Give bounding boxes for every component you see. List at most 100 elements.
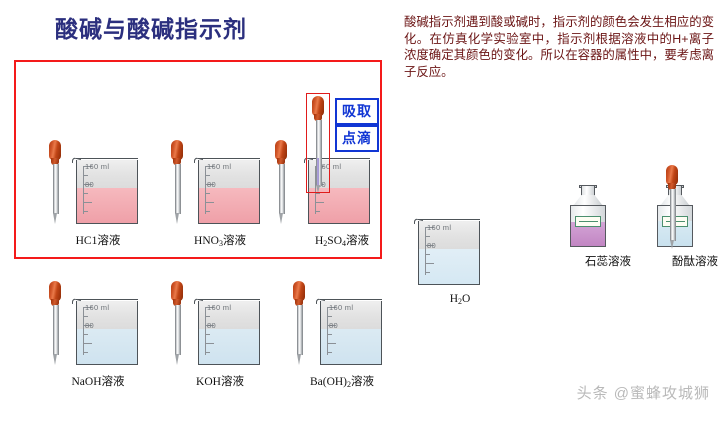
context-menu-item-drop[interactable]: 点滴: [335, 125, 379, 152]
station-label-naoh: NaOH溶液: [71, 376, 125, 388]
beaker-rim-icon: [76, 158, 138, 161]
dropper-collar-icon: [277, 158, 285, 165]
dropper-tip-icon: [316, 185, 321, 193]
dropper-baoh2[interactable]: [292, 281, 306, 366]
dropper-hno3[interactable]: [170, 140, 184, 225]
beaker-mark-160: 160 ml: [85, 161, 110, 171]
dropper-naoh[interactable]: [48, 281, 62, 366]
beaker-gas-space: [321, 301, 381, 330]
beaker-water[interactable]: 160 ml 80: [414, 215, 482, 287]
station-label-phenolphthalein: 酚酞溶液: [672, 256, 718, 268]
dropper-liquid-charge: [316, 158, 320, 186]
dropper-tip-icon: [53, 213, 58, 224]
dropper-h2so4-active[interactable]: [311, 96, 325, 193]
dropper-h2so4-idle[interactable]: [274, 140, 288, 225]
beaker-liquid: [77, 188, 137, 223]
beaker-body: [198, 160, 260, 224]
beaker-liquid: [419, 249, 479, 284]
beaker-graduations: [327, 307, 357, 355]
beaker-mark-160: 160 ml: [85, 302, 110, 312]
dropper-tip-icon: [53, 354, 58, 365]
dropper-tube-icon: [279, 164, 285, 214]
beaker-spout-icon: [316, 297, 325, 307]
beaker-rim-icon: [198, 158, 260, 161]
dropper-bulb-icon: [293, 281, 305, 301]
beaker-mark-80: 80: [85, 180, 94, 189]
station-label-koh: KOH溶液: [196, 376, 244, 388]
station-label-h2so4: H2SO4溶液: [314, 235, 369, 248]
selected-object-outline[interactable]: [306, 93, 330, 193]
dropper-bulb-icon: [171, 140, 183, 160]
beaker-mark-80: 80: [207, 180, 216, 189]
dropper-bulb-icon: [666, 165, 678, 185]
description-text: 酸碱指示剂遇到酸或碱时，指示剂的颜色会发生相应的变化。在仿真化学实验室中，指示剂…: [404, 15, 714, 79]
dropper-tube-icon: [175, 305, 181, 355]
beaker-liquid: [321, 329, 381, 364]
beaker-mark-160: 160 ml: [329, 302, 354, 312]
dropper-collar-icon: [314, 114, 322, 121]
station-label-water: H2O: [449, 293, 471, 306]
dropper-tip-icon: [670, 240, 675, 249]
dropper-tube-icon: [53, 305, 59, 355]
dropper-phenolphthalein[interactable]: [665, 165, 679, 249]
dropper-collar-icon: [668, 183, 676, 190]
beaker-koh[interactable]: 160 ml 80: [194, 295, 262, 367]
beaker-spout-icon: [194, 297, 203, 307]
dropper-collar-icon: [51, 158, 59, 165]
dropper-bulb-icon: [275, 140, 287, 160]
dropper-koh[interactable]: [170, 281, 184, 366]
beaker-gas-space: [199, 301, 259, 330]
dropper-tube-icon: [297, 305, 303, 355]
beaker-hcl[interactable]: 160 ml 80: [72, 154, 140, 226]
bottle-label-tag: [575, 216, 601, 227]
beaker-mark-80: 80: [85, 321, 94, 330]
beaker-baoh2[interactable]: 160 ml 80: [316, 295, 384, 367]
station-label-baoh2: Ba(OH)2溶液: [309, 376, 375, 389]
beaker-graduations: [205, 307, 235, 355]
beaker-body: [198, 301, 260, 365]
beaker-mark-80: 80: [427, 241, 436, 250]
dropper-tip-icon: [175, 213, 180, 224]
beaker-mark-160: 160 ml: [207, 161, 232, 171]
beaker-mark-160: 160 ml: [207, 302, 232, 312]
dropper-bulb-icon: [49, 281, 61, 301]
bottle-neck-icon: [581, 185, 595, 196]
dropper-collar-icon: [295, 299, 303, 306]
beaker-liquid: [199, 188, 259, 223]
beaker-liquid: [77, 329, 137, 364]
dropper-tip-icon: [297, 354, 302, 365]
beaker-graduations: [425, 227, 455, 275]
beaker-liquid: [309, 188, 369, 223]
beaker-body: [320, 301, 382, 365]
dropper-collar-icon: [173, 299, 181, 306]
dropper-bulb-icon: [49, 140, 61, 160]
watermark: 头条 @蜜蜂攻城狮: [576, 385, 710, 402]
dropper-tube-icon: [316, 120, 322, 186]
context-menu-item-draw[interactable]: 吸取: [335, 98, 379, 125]
beaker-liquid: [199, 329, 259, 364]
beaker-naoh[interactable]: 160 ml 80: [72, 295, 140, 367]
beaker-spout-icon: [72, 297, 81, 307]
beaker-spout-icon: [414, 217, 423, 227]
beaker-gas-space: [419, 221, 479, 250]
dropper-bulb-icon: [312, 96, 324, 116]
beaker-rim-icon: [320, 299, 382, 302]
dropper-tip-icon: [279, 213, 284, 224]
beaker-mark-80: 80: [329, 321, 338, 330]
beaker-hno3[interactable]: 160 ml 80: [194, 154, 262, 226]
bottle-litmus[interactable]: [568, 185, 608, 247]
dropper-hcl[interactable]: [48, 140, 62, 225]
beaker-body: [418, 221, 480, 285]
beaker-body: [76, 160, 138, 224]
beaker-rim-icon: [198, 299, 260, 302]
dropper-collar-icon: [51, 299, 59, 306]
beaker-graduations: [83, 166, 113, 214]
station-label-hcl: HC1溶液: [75, 235, 121, 247]
acid-group-selection-frame[interactable]: [14, 60, 382, 259]
beaker-body: [76, 301, 138, 365]
page-title: 酸碱与酸碱指示剂: [55, 16, 247, 42]
beaker-gas-space: [77, 160, 137, 189]
dropper-bulb-icon: [171, 281, 183, 301]
dropper-tube-icon: [670, 189, 676, 241]
